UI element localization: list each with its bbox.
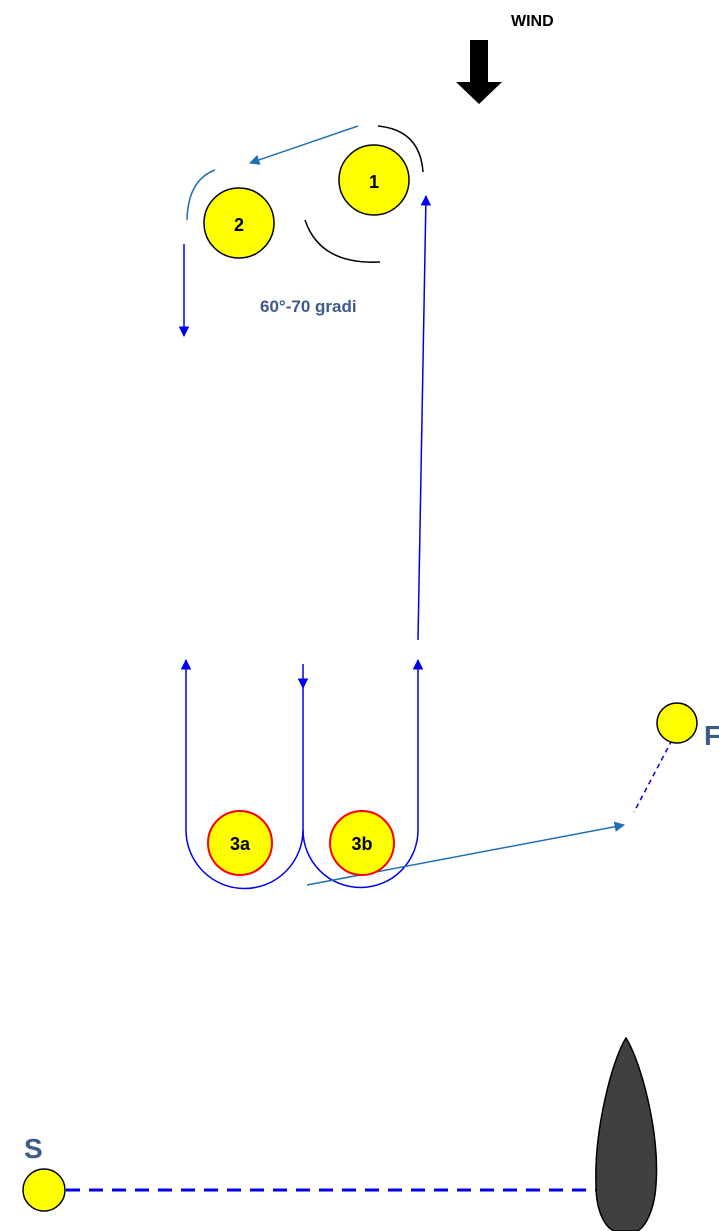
mark-3a-label: 3a: [230, 834, 251, 854]
start-pin-label: S: [24, 1133, 43, 1164]
finish-pin-label: F: [704, 720, 719, 751]
gate-left-u-turn: [185, 829, 304, 890]
mark-2-rounding-arc: [186, 169, 216, 221]
finish-pin-mark: [656, 702, 698, 744]
angle-arc: [304, 219, 381, 263]
down-arrow-icon: [456, 40, 502, 104]
mark-2: [203, 187, 275, 259]
leg-1-to-2-arrow: [249, 125, 359, 165]
mark-3b: [329, 810, 395, 876]
mark-3a: [207, 810, 273, 876]
beat-leg-arrow: [417, 194, 432, 641]
start-pin-mark: [22, 1168, 66, 1212]
mark-1-label: 1: [369, 172, 379, 192]
gate-right-u-turn: [302, 829, 419, 889]
mark-3b-label: 3b: [351, 834, 372, 854]
boat-icon: [595, 1036, 658, 1231]
wind-label: WIND: [511, 13, 554, 30]
mark-1-rounding-arc: [377, 125, 424, 173]
mark-1: [338, 144, 410, 216]
angle-label: 60°-70 gradi: [260, 297, 357, 316]
mark-2-label: 2: [234, 215, 244, 235]
finish-line: [633, 739, 673, 813]
